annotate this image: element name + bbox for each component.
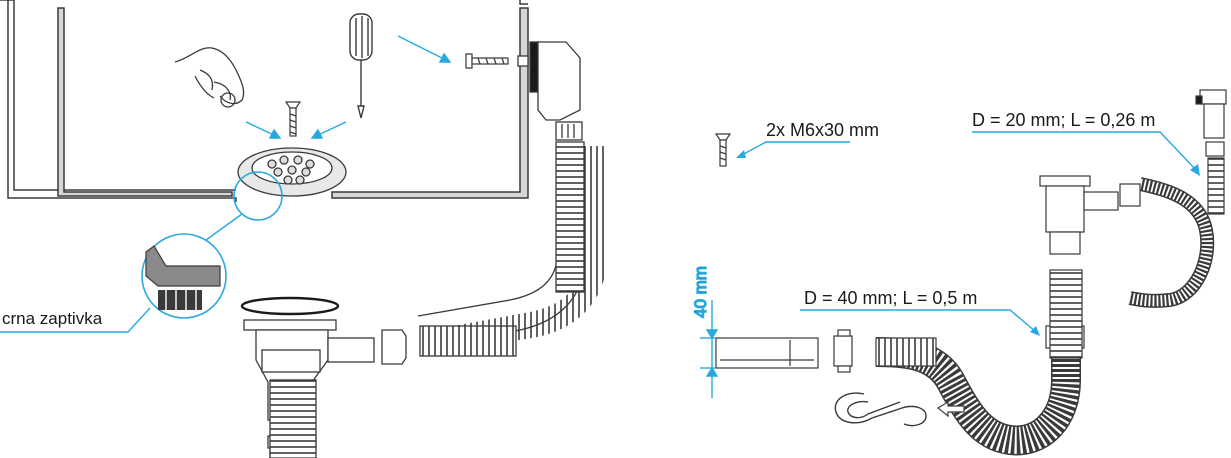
small-hose-label: D = 20 mm; L = 0,26 m [972,110,1155,130]
overflow-icon [517,41,583,141]
overflow-icon [1195,89,1227,157]
rubber-gasket [240,296,340,316]
drain-coupling [261,349,321,458]
direction-arrows [936,400,965,418]
screw-icon [284,101,302,137]
clip-icon [834,392,927,427]
strainer-icon [237,147,347,197]
large-hose-callout: D = 40 mm; L = 0,5 m [800,288,1040,336]
hose-icon [1119,157,1225,308]
screw-icon [714,133,732,167]
large-hose-label: D = 40 mm; L = 0,5 m [804,288,977,308]
sink-basin [0,0,529,202]
screw-icon [465,53,509,69]
hose-icon [417,141,608,357]
hand-icon [174,47,245,108]
height-dimension: 40 mm [690,265,719,398]
gasket-label: crna zaptivka [2,309,103,328]
small-hose-callout: D = 20 mm; L = 0,26 m [972,110,1200,176]
direction-arrows [245,35,452,139]
hose-coupling [833,329,853,373]
height-label: 40 mm [691,266,710,318]
hose-icon [875,269,1083,456]
screws-callout: 2x M6x30 mm [736,120,879,158]
gasket-callout: crna zaptivka [0,307,151,333]
magnifier-icon [141,171,283,319]
screws-label: 2x M6x30 mm [766,120,879,140]
spacer-block [715,337,819,369]
drain-body [243,319,407,458]
screwdriver-icon [349,13,373,119]
